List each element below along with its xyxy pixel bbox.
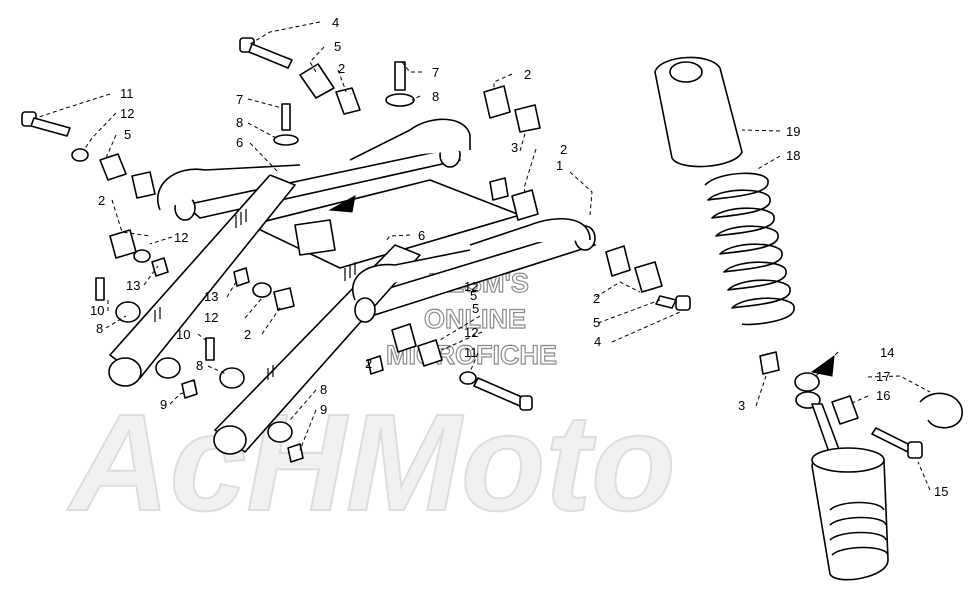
callout-label: 5 xyxy=(124,127,131,142)
callout-label: 2 xyxy=(338,61,345,76)
callout-label: 8 xyxy=(96,321,103,336)
callout-label: 5 xyxy=(472,301,479,316)
callout-label: 10 xyxy=(176,327,190,342)
callout-label: 12 xyxy=(174,230,188,245)
callout-label: 18 xyxy=(786,148,800,163)
callout-label: 12 xyxy=(464,325,478,340)
watermark-brand: AcHMoto xyxy=(67,386,676,540)
callout-label: 8 xyxy=(196,358,203,373)
callout-label: 12 xyxy=(120,106,134,121)
callout-label: 8 xyxy=(432,89,439,104)
callout-label: 12 xyxy=(204,310,218,325)
callout-label: 5 xyxy=(334,39,341,54)
callout-label: 3 xyxy=(511,140,518,155)
callout-label: 2 xyxy=(98,193,105,208)
callout-label: 13 xyxy=(126,278,140,293)
callout-label: 5 xyxy=(470,288,477,303)
callout-label: 17 xyxy=(876,369,890,384)
callout-label: 4 xyxy=(594,334,601,349)
callout-label: 11 xyxy=(464,345,478,360)
callout-label: 16 xyxy=(876,388,890,403)
callout-label: 2 xyxy=(560,142,567,157)
callout-label: 1 xyxy=(556,158,563,173)
callout-label: 13 xyxy=(204,289,218,304)
callout-label: 19 xyxy=(786,124,800,139)
callout-label: 2 xyxy=(593,291,600,306)
hardware-parts xyxy=(21,37,691,463)
callout-label: 2 xyxy=(524,67,531,82)
callout-label: 14 xyxy=(880,345,894,360)
callout-label: 7 xyxy=(236,92,243,107)
callout-label: 6 xyxy=(418,228,425,243)
shock-absorber xyxy=(654,56,963,581)
rear-arm-frame xyxy=(108,118,835,455)
callout-label: 3 xyxy=(738,398,745,413)
callout-label: 11 xyxy=(120,86,134,101)
callout-label: 5 xyxy=(593,315,600,330)
callout-label: 8 xyxy=(236,115,243,130)
callout-label: 8 xyxy=(320,382,327,397)
callout-label: 6 xyxy=(236,135,243,150)
callout-labels: 1 2 2 2 2 2 2 2 3 3 4 4 5 5 5 5 5 6 6 7 … xyxy=(90,15,948,499)
callout-label: 9 xyxy=(160,397,167,412)
watermark-line-2: ONLINE xyxy=(424,304,526,334)
leader-lines xyxy=(35,21,931,491)
callout-label: 7 xyxy=(432,65,439,80)
watermark: AcHMoto HLSM'S ONLINE MICROFICHE xyxy=(66,267,677,541)
callout-label: 2 xyxy=(365,356,372,371)
callout-label: 10 xyxy=(90,303,104,318)
callout-label: 2 xyxy=(244,327,251,342)
callout-label: 12 xyxy=(464,279,478,294)
callout-label: 9 xyxy=(320,402,327,417)
callout-label: 15 xyxy=(934,484,948,499)
callout-label: 4 xyxy=(332,15,339,30)
